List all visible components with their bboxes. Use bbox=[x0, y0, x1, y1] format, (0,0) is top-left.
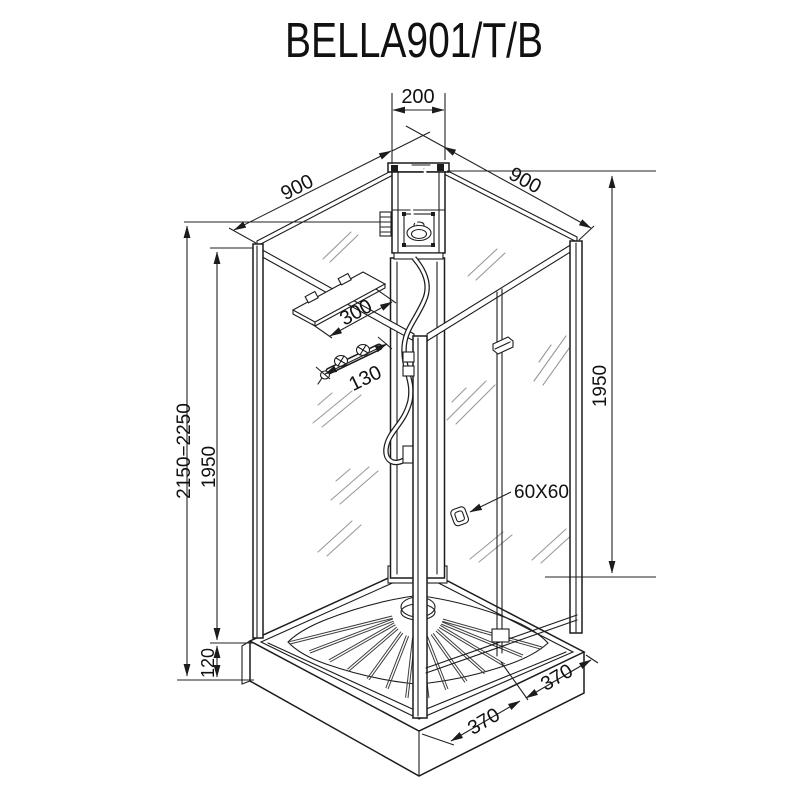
front-corner-post bbox=[412, 335, 428, 719]
drawing-title: BELLA901/T/B bbox=[285, 14, 543, 68]
dim-handle-size-label: 60X60 bbox=[514, 482, 569, 503]
hinge-upper bbox=[402, 351, 415, 363]
door-handle bbox=[492, 336, 514, 355]
dim-mixer-width-label: 130 bbox=[346, 361, 386, 395]
bifold-door bbox=[425, 288, 578, 674]
left-post bbox=[252, 243, 264, 639]
dim-left-edge-label: 900 bbox=[277, 170, 317, 205]
overhead-shower-head bbox=[406, 221, 432, 242]
dim-tray-front-left-label: 370 bbox=[464, 704, 504, 740]
dim-total-height-label: 2150−2250 bbox=[174, 403, 195, 499]
dim-door-glass-height-label: 1950 bbox=[590, 365, 611, 407]
vent-grille bbox=[379, 211, 392, 237]
door-knob-60x60 bbox=[450, 506, 470, 527]
roof-unit bbox=[379, 162, 450, 260]
dim-glass-height-label: 1950 bbox=[199, 446, 220, 488]
hinge-lower bbox=[402, 365, 415, 377]
frame-posts bbox=[252, 240, 583, 719]
dimension-lines bbox=[177, 93, 656, 746]
door-bottom-pivot bbox=[491, 628, 510, 643]
dim-tray-height-label: 120 bbox=[198, 648, 218, 678]
dim-top-width-label: 200 bbox=[401, 86, 434, 108]
dim-right-edge-label: 900 bbox=[505, 163, 545, 198]
